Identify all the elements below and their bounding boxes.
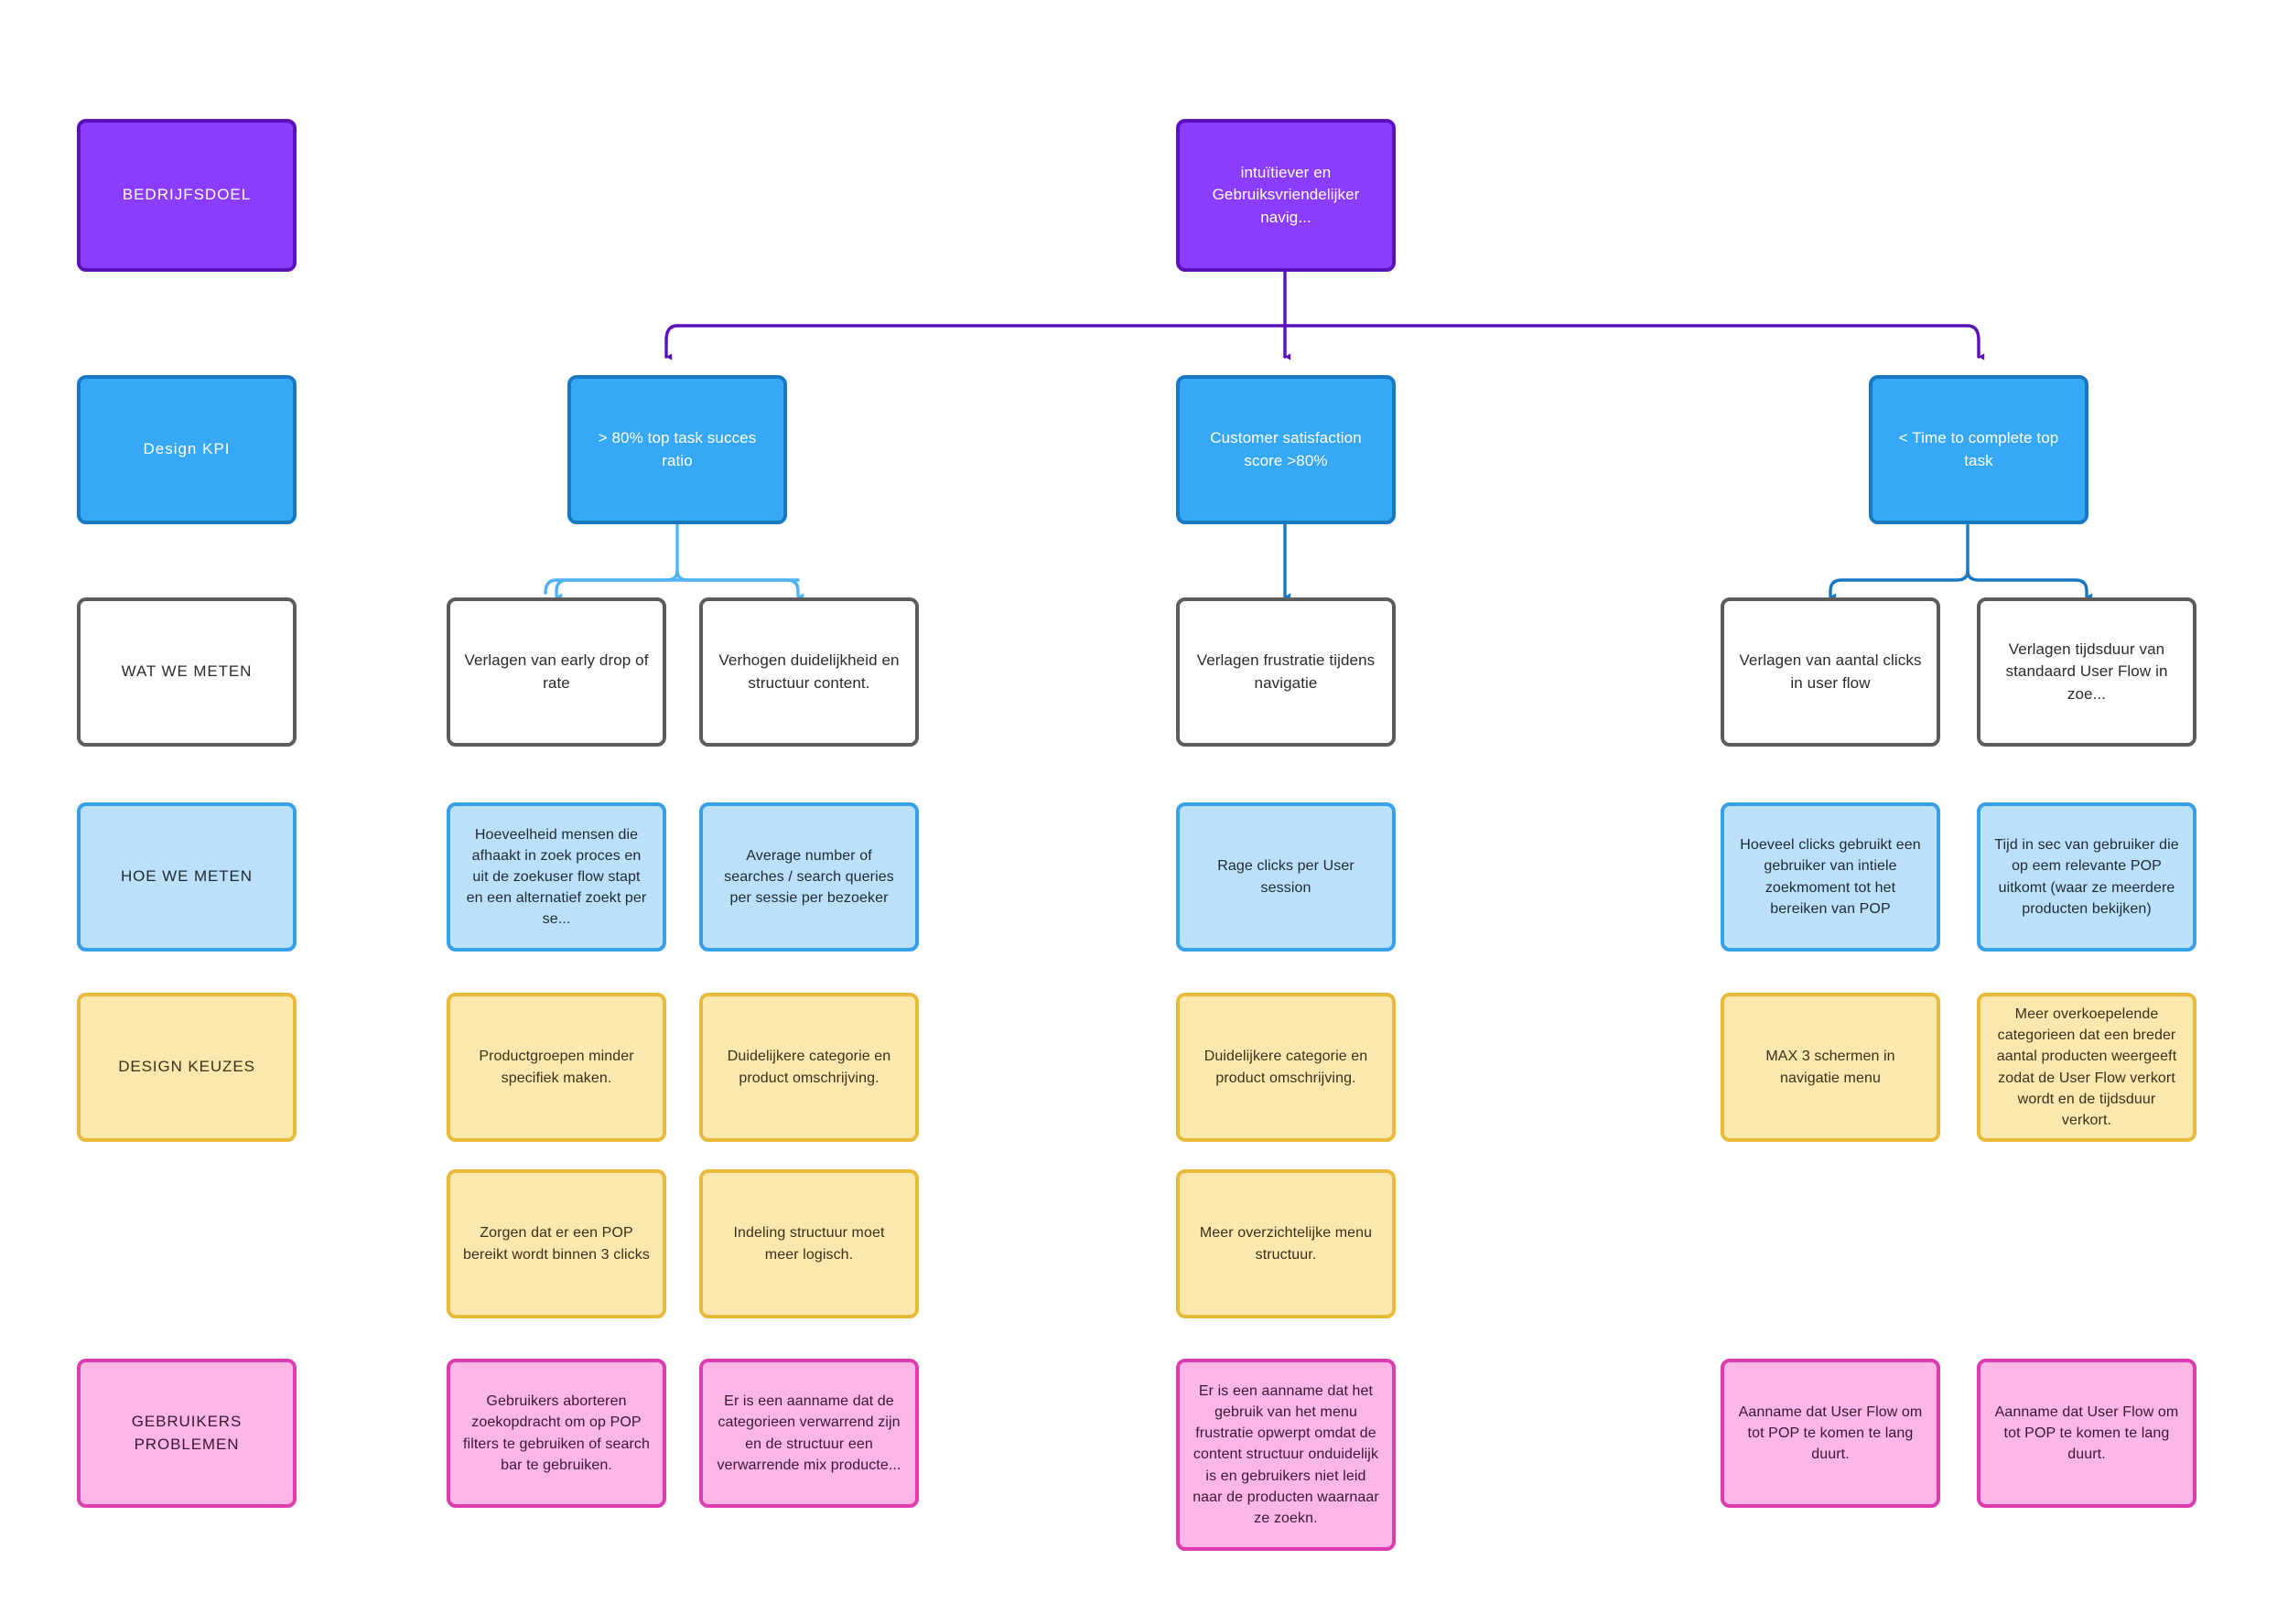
node-probleem-user-flow-te-lang-2[interactable]: Aanname dat User Flow om tot POP te kome…: [1977, 1359, 2196, 1508]
node-keuze-categorie-omschrijving-1[interactable]: Duidelijkere categorie en product omschr…: [699, 993, 919, 1142]
node-text: Verlagen van early drop of rate: [464, 651, 649, 692]
node-keuze-indeling-structuur[interactable]: Indeling structuur moet meer logisch.: [699, 1169, 919, 1318]
edge-kpi3-to-meten: [1829, 523, 2093, 600]
node-text: Aanname dat User Flow om tot POP te kome…: [1738, 1404, 1923, 1463]
node-meten-tijdsduur-user-flow[interactable]: Verlagen tijdsduur van standaard User Fl…: [1977, 597, 2196, 747]
node-probleem-aborteren-zoekopdracht[interactable]: Gebruikers aborteren zoekopdracht om op …: [447, 1359, 666, 1508]
node-keuze-overkoepelende-categorieen[interactable]: Meer overkoepelende categorieen dat een …: [1977, 993, 2196, 1142]
node-text: Verlagen tijdsduur van standaard User Fl…: [2005, 640, 2168, 703]
node-text: Meer overzichtelijke menu structuur.: [1199, 1225, 1373, 1263]
node-meten-frustratie-navigatie[interactable]: Verlagen frustratie tijdens navigatie: [1176, 597, 1396, 747]
node-meten-aantal-clicks[interactable]: Verlagen van aantal clicks in user flow: [1721, 597, 1940, 747]
node-text: Verlagen frustratie tijdens navigatie: [1196, 651, 1376, 692]
node-kpi-time-to-complete[interactable]: < Time to complete top task: [1869, 375, 2088, 524]
node-keuze-productgroepen[interactable]: Productgroepen minder specifiek maken.: [447, 993, 666, 1142]
node-text: Zorgen dat er een POP bereikt wordt binn…: [463, 1225, 650, 1263]
node-text: Duidelijkere categorie en product omschr…: [1203, 1049, 1368, 1086]
node-keuze-overzichtelijke-menu[interactable]: Meer overzichtelijke menu structuur.: [1176, 1169, 1396, 1318]
node-text: Gebruikers aborteren zoekopdracht om op …: [463, 1393, 650, 1473]
node-text: Hoeveelheid mensen die afhaakt in zoek p…: [466, 826, 647, 928]
node-text: Indeling structuur moet meer logisch.: [733, 1225, 885, 1263]
edge-goal-to-kpis: [664, 267, 1985, 360]
lane-label-text: BEDRIJFSDOEL: [122, 186, 252, 204]
lane-label-hoe-we-meten[interactable]: HOE WE METEN: [77, 802, 297, 952]
node-text: Aanname dat User Flow om tot POP te kome…: [1994, 1404, 2179, 1463]
node-meten-early-drop-off[interactable]: Verlagen van early drop of rate: [447, 597, 666, 747]
node-text: MAX 3 schermen in navigatie menu: [1765, 1049, 1895, 1086]
lane-label-bedrijfsdoel[interactable]: BEDRIJFSDOEL: [77, 119, 297, 272]
node-hoe-tijd-in-sec[interactable]: Tijd in sec van gebruiker die op eem rel…: [1977, 802, 2196, 952]
node-hoe-average-searches[interactable]: Average number of searches / search quer…: [699, 802, 919, 952]
lane-label-gebruikers-problemen[interactable]: GEBRUIKERS PROBLEMEN: [77, 1359, 297, 1508]
node-text: Verhogen duidelijkheid en structuur cont…: [718, 651, 900, 692]
node-probleem-verwarrende-categorieen[interactable]: Er is een aanname dat de categorieen ver…: [699, 1359, 919, 1508]
node-hoe-afhaak-zoekproces[interactable]: Hoeveelheid mensen die afhaakt in zoek p…: [447, 802, 666, 952]
node-text: Er is een aanname dat het gebruik van he…: [1193, 1382, 1379, 1526]
node-hoe-rage-clicks[interactable]: Rage clicks per User session: [1176, 802, 1396, 952]
node-text: Tijd in sec van gebruiker die op eem rel…: [1994, 837, 2179, 917]
node-text: Rage clicks per User session: [1217, 858, 1354, 896]
node-probleem-user-flow-te-lang-1[interactable]: Aanname dat User Flow om tot POP te kome…: [1721, 1359, 1940, 1508]
node-business-goal[interactable]: intuïtiever en Gebruiksvriendelijker nav…: [1176, 119, 1396, 272]
lane-label-text: DESIGN KEUZES: [118, 1058, 255, 1076]
node-keuze-categorie-omschrijving-2[interactable]: Duidelijkere categorie en product omschr…: [1176, 993, 1396, 1142]
lane-label-text: WAT WE METEN: [121, 662, 253, 681]
lane-label-text: GEBRUIKERS PROBLEMEN: [131, 1412, 243, 1453]
node-text: > 80% top task succes ratio: [598, 428, 757, 469]
node-kpi-customer-satisfaction[interactable]: Customer satisfaction score >80%: [1176, 375, 1396, 524]
edge-kpi1-to-meten: [544, 523, 804, 600]
node-probleem-menu-frustratie[interactable]: Er is een aanname dat het gebruik van he…: [1176, 1359, 1396, 1551]
node-text: Er is een aanname dat de categorieen ver…: [717, 1393, 901, 1473]
lane-label-wat-we-meten[interactable]: WAT WE METEN: [77, 597, 297, 747]
node-meten-duidelijkheid-content[interactable]: Verhogen duidelijkheid en structuur cont…: [699, 597, 919, 747]
node-text: Hoeveel clicks gebruikt een gebruiker va…: [1740, 837, 1921, 917]
node-text: Customer satisfaction score >80%: [1210, 428, 1362, 469]
node-text: Verlagen van aantal clicks in user flow: [1739, 651, 1922, 692]
node-keuze-max-3-schermen[interactable]: MAX 3 schermen in navigatie menu: [1721, 993, 1940, 1142]
node-hoe-clicks-tot-pop[interactable]: Hoeveel clicks gebruikt een gebruiker va…: [1721, 802, 1940, 952]
node-kpi-top-task-success[interactable]: > 80% top task succes ratio: [567, 375, 787, 524]
lane-label-text: Design KPI: [143, 440, 231, 458]
node-text: Average number of searches / search quer…: [724, 847, 894, 907]
lane-label-text: HOE WE METEN: [121, 867, 253, 886]
node-text: Duidelijkere categorie en product omschr…: [727, 1049, 891, 1086]
node-text: intuïtiever en Gebruiksvriendelijker nav…: [1212, 163, 1360, 226]
node-text: Meer overkoepelende categorieen dat een …: [1996, 1006, 2177, 1128]
node-text: < Time to complete top task: [1898, 428, 2059, 469]
lane-label-design-kpi[interactable]: Design KPI: [77, 375, 297, 524]
node-keuze-pop-binnen-3-clicks[interactable]: Zorgen dat er een POP bereikt wordt binn…: [447, 1169, 666, 1318]
node-text: Productgroepen minder specifiek maken.: [479, 1049, 634, 1086]
lane-label-design-keuzes[interactable]: DESIGN KEUZES: [77, 993, 297, 1142]
